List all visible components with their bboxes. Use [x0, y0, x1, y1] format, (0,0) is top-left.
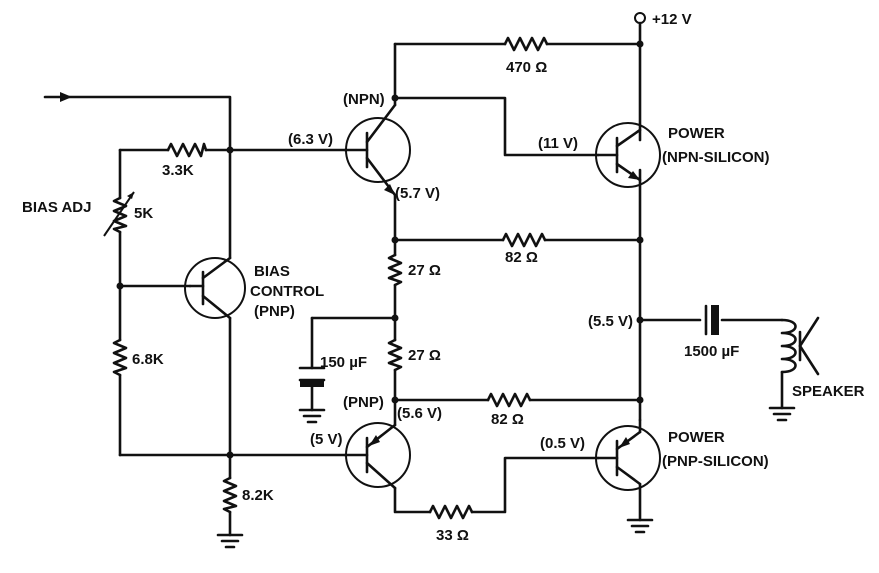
capacitor-150uf	[298, 366, 326, 387]
label-r82a: 82 Ω	[505, 249, 538, 266]
wire-center-column	[310, 193, 642, 427]
label-r33k: 3.3K	[162, 162, 194, 179]
resistor-6-8k	[112, 338, 128, 377]
junction-dots	[116, 40, 644, 459]
capacitor-1500uf	[704, 304, 719, 336]
label-v05: (0.5 V)	[540, 435, 585, 452]
label-speaker: SPEAKER	[792, 383, 865, 400]
label-v5: (5 V)	[310, 431, 343, 448]
label-supply: +12 V	[652, 11, 692, 28]
label-power2-a: POWER	[668, 429, 725, 446]
ground-capacitor	[298, 408, 326, 424]
resistor-3-3k	[166, 142, 208, 158]
label-r27b: 27 Ω	[408, 347, 441, 364]
label-c150: 150 µF	[320, 354, 367, 371]
label-bias-b: CONTROL	[250, 283, 324, 300]
label-bias-c: (PNP)	[254, 303, 295, 320]
potentiometer-5k	[103, 191, 135, 237]
wire-output-rail	[638, 168, 784, 422]
supply-terminal	[634, 12, 646, 24]
resistor-8-2k	[222, 476, 238, 514]
transistor-driver-pnp	[343, 422, 411, 490]
transistor-power-pnp	[595, 418, 661, 522]
label-v55: (5.5 V)	[588, 313, 633, 330]
ground-power-pnp	[626, 518, 654, 534]
transistor-power-npn	[595, 122, 661, 188]
label-bias-adj: BIAS ADJ	[22, 199, 91, 216]
transistor-bias-control	[184, 256, 246, 320]
label-bias-a: BIAS	[254, 263, 290, 280]
ground-left	[216, 533, 244, 549]
label-v63: (6.3 V)	[288, 131, 333, 148]
resistor-470	[503, 36, 549, 52]
label-r27a: 27 Ω	[408, 262, 441, 279]
label-r82b: 82 Ω	[491, 411, 524, 428]
input-arrow	[43, 92, 232, 152]
label-v57: (5.7 V)	[395, 185, 440, 202]
label-v56: (5.6 V)	[397, 405, 442, 422]
ground-speaker	[768, 406, 796, 422]
label-r82k: 8.2K	[242, 487, 274, 504]
label-power2-b: (PNP-SILICON)	[662, 453, 769, 470]
label-power1-b: (NPN-SILICON)	[662, 149, 770, 166]
wire-bottom	[393, 456, 600, 514]
resistor-27-lower	[387, 338, 403, 372]
label-pnp-bot: (PNP)	[343, 394, 384, 411]
label-r5k: 5K	[134, 205, 153, 222]
resistor-33	[428, 504, 474, 520]
label-r33: 33 Ω	[436, 527, 469, 544]
wire-driver-to-power	[393, 96, 600, 157]
resistor-27-upper	[387, 253, 403, 287]
label-c1500: 1500 µF	[684, 343, 739, 360]
speaker-symbol	[780, 316, 820, 410]
label-npn-top: (NPN)	[343, 91, 385, 108]
label-r470: 470 Ω	[506, 59, 547, 76]
resistor-82-lower	[486, 392, 532, 408]
label-v11: (11 V)	[538, 135, 578, 152]
resistor-82-upper	[501, 232, 547, 248]
label-r68k: 6.8K	[132, 351, 164, 368]
transistor-driver-npn	[343, 103, 411, 197]
label-power1-a: POWER	[668, 125, 725, 142]
